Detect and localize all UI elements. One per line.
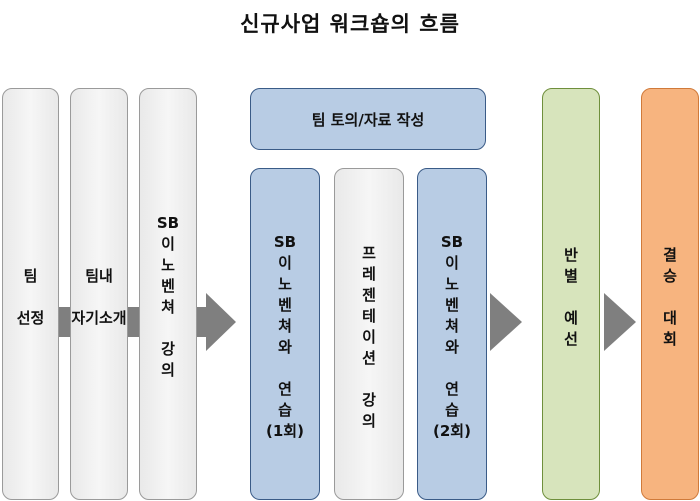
step-sb-practice-1: SB 이 노 벤 쳐 와 연 습 (1회) (250, 168, 320, 500)
step-presentation-lecture-label: 프 레 젠 테 이 션 강 의 (362, 243, 376, 430)
step-sb-practice-2-label: SB 이 노 벤 쳐 와 연 습 (2회) (433, 233, 471, 440)
step-team-intro: 팀내 자기소개 (70, 88, 128, 500)
arrow-2 (490, 293, 522, 351)
step-sb-practice-1-label: SB 이 노 벤 쳐 와 연 습 (1회) (266, 233, 304, 440)
step-team-discussion: 팀 토의/자료 작성 (250, 88, 486, 150)
step-team-select: 팀 선정 (2, 88, 59, 500)
step-prelim-label: 반 별 예 선 (564, 245, 578, 348)
arrow-3 (604, 293, 636, 351)
arrow-1 (206, 293, 236, 351)
step-presentation-lecture: 프 레 젠 테 이 션 강 의 (334, 168, 404, 500)
diagram-title: 신규사업 워크숍의 흐름 (240, 12, 460, 36)
connector-1 (54, 307, 74, 337)
step-team-select-label: 팀 선정 (16, 266, 45, 327)
step-final: 결 승 대 회 (641, 88, 699, 500)
step-team-discussion-label: 팀 토의/자료 작성 (311, 110, 425, 129)
step-sb-practice-2: SB 이 노 벤 쳐 와 연 습 (2회) (417, 168, 487, 500)
step-team-intro-label: 팀내 자기소개 (71, 266, 127, 327)
step-final-label: 결 승 대 회 (663, 245, 677, 348)
step-sb-lecture-label: SB 이 노 벤 쳐 강 의 (156, 214, 180, 379)
connector-3 (194, 307, 208, 337)
step-prelim: 반 별 예 선 (542, 88, 600, 500)
step-sb-lecture: SB 이 노 벤 쳐 강 의 (139, 88, 197, 500)
